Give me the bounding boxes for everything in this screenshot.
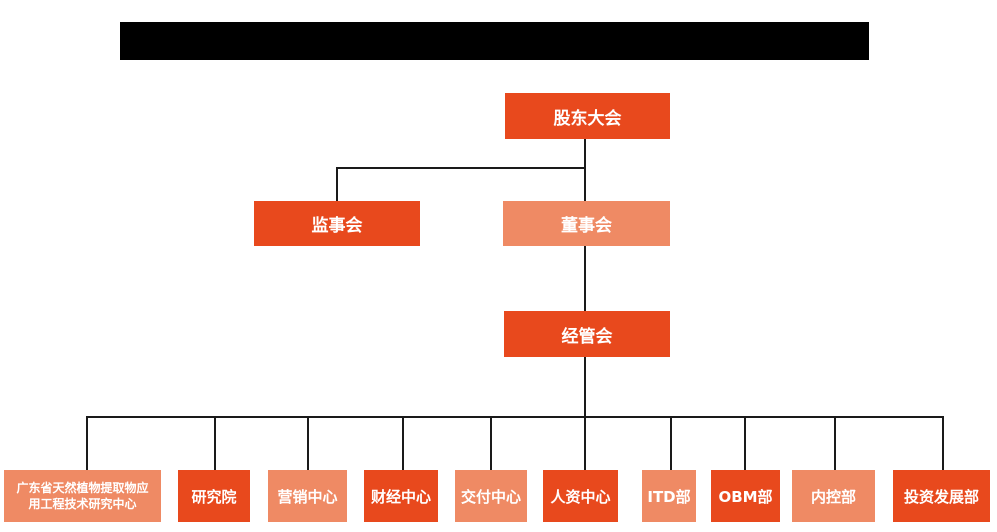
connector-shareholders-spine [584,139,586,202]
connector-dept-drop-3 [307,416,309,471]
node-label: 营销中心 [277,487,338,506]
node-dept-obm: OBM部 [711,470,780,522]
node-label: ITD部 [647,487,691,506]
connector-dept-drop-4 [402,416,404,471]
connector-dept-drop-7 [670,416,672,471]
redacted-title-bar [120,22,869,60]
connector-level2-branch [336,167,586,169]
node-dept-finance-center: 财经中心 [364,470,438,522]
connector-dept-drop-5 [490,416,492,471]
node-dept-internal-control: 内控部 [792,470,875,522]
connector-management-spine [584,357,586,418]
node-dept-research-center: 广东省天然植物提取物应 用工程技术研究中心 [4,470,161,522]
node-label: 监事会 [311,216,363,236]
node-label: 股东大会 [553,108,622,129]
node-shareholders-meeting: 股东大会 [505,93,670,139]
connector-board-to-management [584,246,586,312]
connector-dept-drop-1 [86,416,88,471]
node-board-of-directors: 董事会 [503,201,670,246]
connector-departments-bus [86,416,944,418]
node-dept-investment-development: 投资发展部 [893,470,990,522]
node-label-line-1: 广东省天然植物提取物应 [16,480,149,495]
node-dept-delivery-center: 交付中心 [455,470,527,522]
node-dept-marketing-center: 营销中心 [268,470,347,522]
node-dept-research-institute: 研究院 [178,470,250,522]
node-label: 财经中心 [370,487,431,506]
node-label: 人资中心 [550,487,611,506]
node-label: 经管会 [561,326,613,347]
connector-dept-drop-8 [744,416,746,471]
node-label: 交付中心 [460,487,521,506]
connector-dept-drop-9 [834,416,836,471]
node-label: 内控部 [810,487,856,506]
node-label: 董事会 [561,216,612,236]
connector-supervisory-drop [336,167,338,202]
node-supervisory-board: 监事会 [254,201,420,246]
node-dept-itd: ITD部 [642,470,696,522]
node-label: OBM部 [718,487,773,506]
node-label: 研究院 [191,487,237,506]
node-management-committee: 经管会 [504,311,670,357]
node-dept-hr-center: 人资中心 [543,470,618,522]
connector-dept-drop-10 [942,416,944,471]
connector-dept-drop-6 [584,416,586,471]
node-label: 投资发展部 [903,487,979,506]
connector-dept-drop-2 [214,416,216,471]
node-label-line-2: 用工程技术研究中心 [28,497,137,511]
